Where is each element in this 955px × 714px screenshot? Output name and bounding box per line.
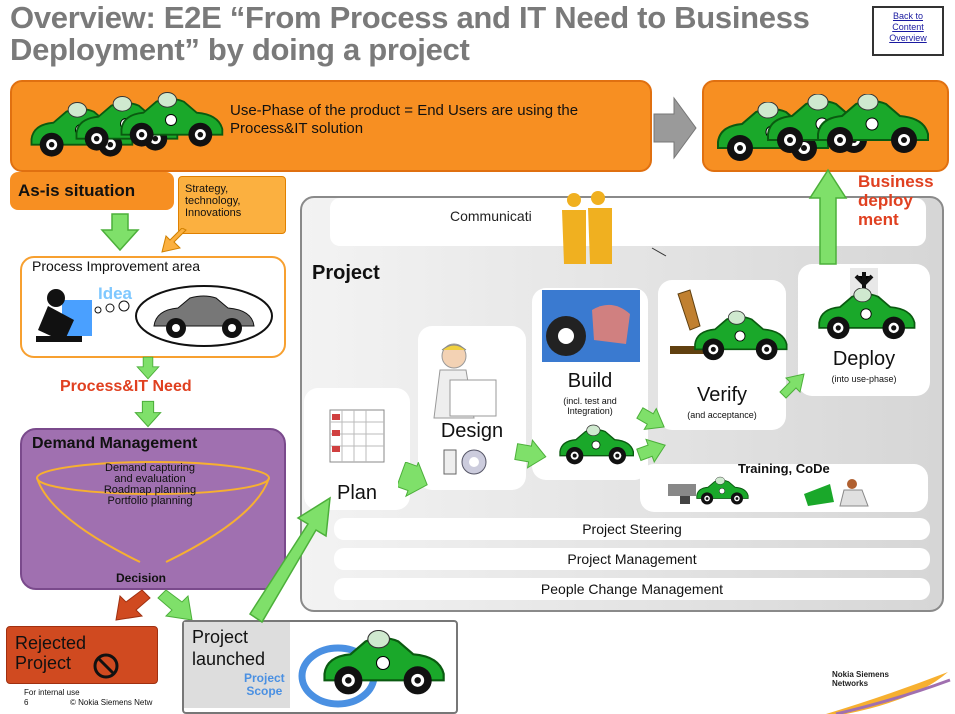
designer-icon xyxy=(433,343,497,419)
nsn-logo-text: Nokia Siemens Networks xyxy=(832,670,889,688)
footer-internal: For internal use xyxy=(24,688,80,697)
strategy-line-3: Innovations xyxy=(185,207,242,219)
project-scope-label: Project Scope xyxy=(244,672,285,698)
people-change-management-bar: People Change Management xyxy=(334,578,930,600)
use-phase-text: Use-Phase of the product = End Users are… xyxy=(230,102,579,137)
build-sublabel: (incl. test and Integration) xyxy=(532,396,648,416)
footer-page-number: 6 xyxy=(24,698,29,707)
design-to-build-arrow xyxy=(514,439,547,469)
business-deployment-line-2: deploy xyxy=(858,191,913,210)
thinking-person-icon xyxy=(36,289,92,342)
as-is-situation-label: As-is situation xyxy=(10,172,174,210)
training-people-icon xyxy=(804,479,869,507)
demand-item-1: Demand capturing xyxy=(105,462,195,474)
demand-item-2: and evaluation xyxy=(114,473,186,485)
down-arrow-icon xyxy=(136,356,160,380)
idea-car-icon xyxy=(135,285,273,347)
strategy-line-2: technology, xyxy=(185,195,241,207)
design-gear-icon xyxy=(443,449,487,475)
verify-label: Verify xyxy=(696,384,748,406)
plan-chart-icon xyxy=(329,409,385,463)
rejected-line-2: Project xyxy=(15,653,72,673)
verify-sublabel: (and acceptance) xyxy=(687,410,757,420)
logo-line-2: Networks xyxy=(832,679,869,688)
build-to-verify-arrow xyxy=(636,407,666,464)
rejected-project-box: Rejected Project xyxy=(6,626,158,684)
deploy-car-icon xyxy=(818,268,916,340)
process-improvement-title: Process Improvement area xyxy=(32,258,201,274)
diagonal-arrow-icon xyxy=(161,228,187,253)
build-workshop-icon xyxy=(542,290,640,362)
back-link-line-3: Overview xyxy=(889,33,927,43)
project-launched-text: Project launched xyxy=(192,626,265,670)
up-arrow-icon xyxy=(808,168,848,265)
training-car-icon xyxy=(668,476,749,506)
demand-item-3: Roadmap planning xyxy=(103,484,197,496)
training-label: Training, CoDe xyxy=(738,461,830,476)
launch-to-plan-arrow xyxy=(248,496,331,624)
project-steering-bar: Project Steering xyxy=(334,518,930,540)
down-arrow-icon xyxy=(101,213,139,251)
build-sub-2: Integration) xyxy=(567,406,613,416)
process-it-need-label: Process&IT Need xyxy=(60,378,192,395)
launched-line-2: launched xyxy=(192,649,266,669)
logo-line-1: Nokia Siemens xyxy=(832,670,889,679)
strategy-line-1: Strategy, xyxy=(185,183,229,195)
demand-management-items: Demand capturing and evaluation Roadmap … xyxy=(70,463,230,507)
project-label: Project xyxy=(312,262,380,284)
demand-item-4: Portfolio planning xyxy=(107,495,193,507)
prohibited-icon xyxy=(93,653,119,679)
deploy-label: Deploy xyxy=(832,348,896,370)
business-deployment-label: Business deploy ment xyxy=(858,172,934,229)
launch-arrow-icon xyxy=(157,589,193,621)
strategy-box: Strategy, technology, Innovations xyxy=(178,176,286,234)
verify-microscope-car-icon xyxy=(670,289,788,362)
build-sub-1: (incl. test and xyxy=(563,396,617,406)
build-label: Build xyxy=(567,370,613,392)
verify-to-deploy-arrow xyxy=(779,373,805,399)
rejected-line-1: Rejected xyxy=(15,633,87,653)
reject-arrow-icon xyxy=(115,589,151,621)
nsn-logo-swoosh xyxy=(826,672,951,714)
right-arrow-icon xyxy=(653,96,697,160)
plan-label: Plan xyxy=(336,482,378,504)
business-deployment-line-1: Business xyxy=(858,172,934,191)
slide-title: Overview: E2E “From Process and IT Need … xyxy=(10,0,810,67)
launched-line-1: Project xyxy=(192,627,249,647)
thought-bubbles-icon xyxy=(94,300,130,314)
deploy-sublabel: (into use-phase) xyxy=(831,374,897,384)
build-car-icon xyxy=(559,424,635,466)
design-label: Design xyxy=(440,420,504,442)
people-talking-icon xyxy=(562,191,612,264)
demand-management-box xyxy=(20,428,286,590)
funnel-icon xyxy=(36,461,270,563)
footer-copyright: © Nokia Siemens Netw xyxy=(70,698,153,707)
decision-label: Decision xyxy=(116,571,167,585)
project-scope-line-1: Project xyxy=(244,671,285,685)
communication-label: Communicati xyxy=(450,208,532,224)
demand-management-title: Demand Management xyxy=(32,435,198,452)
plan-to-design-arrow xyxy=(398,462,428,498)
project-management-bar: Project Management xyxy=(334,548,930,570)
idea-label: Idea xyxy=(98,284,133,303)
project-launched-shade xyxy=(184,622,290,708)
back-link-line-1: Back to xyxy=(892,11,923,21)
back-to-content-link[interactable]: Back to Content Overview xyxy=(872,6,944,56)
pointer-line xyxy=(651,247,667,257)
back-link-line-2: Content xyxy=(892,22,924,32)
business-deployment-line-3: ment xyxy=(858,210,899,229)
use-phase-cars-icon xyxy=(30,92,224,158)
project-scope-line-2: Scope xyxy=(246,684,283,698)
down-arrow-icon xyxy=(134,400,162,428)
deployed-cars-icon xyxy=(717,94,929,162)
project-scope-car-icon xyxy=(298,630,445,708)
